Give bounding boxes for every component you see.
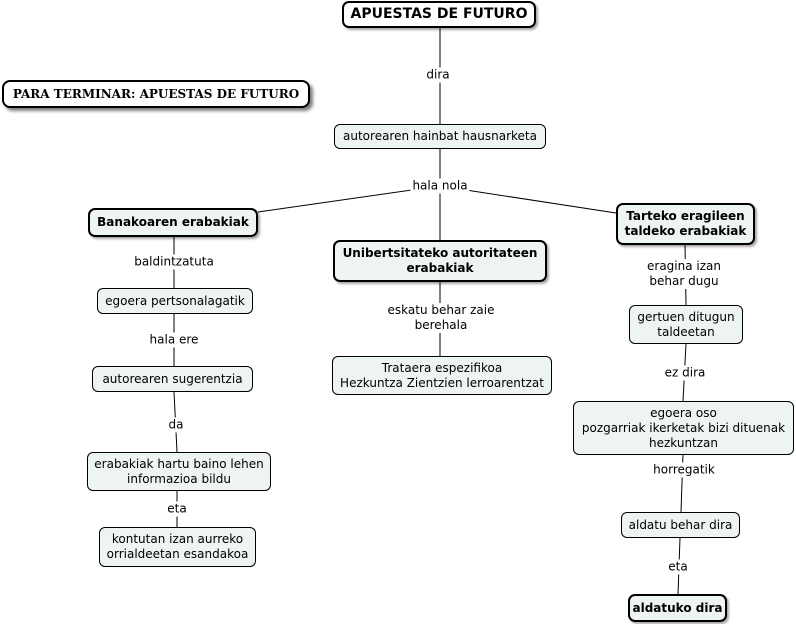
- middle-node-1: Trataera espezifikoa Hezkuntza Zientzien…: [332, 356, 552, 395]
- right-node-1: gertuen ditugun taldeetan: [629, 305, 743, 344]
- link-label-hala-nola: hala nola: [410, 178, 470, 194]
- left-node-3: erabakiak hartu baino lehen informazioa …: [87, 452, 271, 491]
- left-head-node: Banakoaren erabakiak: [88, 208, 258, 237]
- link-label-da: da: [166, 417, 186, 433]
- right-node-3: aldatu behar dira: [621, 512, 740, 538]
- middle-head-node: Unibertsitateko autoritateen erabakiak: [333, 240, 547, 282]
- right-node-2: egoera oso pozgarriak ikerketak bizi dit…: [573, 401, 794, 455]
- link-label-ez-dira: ez dira: [662, 365, 708, 381]
- link-label-hala-ere: hala ere: [147, 332, 201, 348]
- link-label-eta-left: eta: [165, 501, 189, 517]
- right-head-node: Tarteko eragileen taldeko erabakiak: [616, 203, 755, 245]
- link-label-horregatik: horregatik: [651, 462, 717, 478]
- root-node: APUESTAS DE FUTURO: [342, 1, 536, 28]
- link-label-eragina: eragina izan behar dugu: [645, 259, 723, 289]
- right-node-4: aldatuko dira: [628, 594, 727, 622]
- page-title-box: PARA TERMINAR: APUESTAS DE FUTURO: [2, 80, 310, 108]
- line-split-left: [257, 185, 441, 213]
- link-label-baldintzatuta: baldintzatuta: [132, 254, 216, 270]
- link-label-eta-right: eta: [666, 559, 690, 575]
- link-label-eskatu: eskatu behar zaie berehala: [385, 303, 497, 333]
- left-node-2: autorearen sugerentzia: [92, 366, 253, 392]
- left-node-1: egoera pertsonalagatik: [97, 288, 253, 314]
- link-label-dira: dira: [424, 67, 452, 83]
- center-node: autorearen hainbat hausnarketa: [334, 124, 546, 149]
- left-node-4: kontutan izan aurreko orrialdeetan esand…: [99, 527, 256, 567]
